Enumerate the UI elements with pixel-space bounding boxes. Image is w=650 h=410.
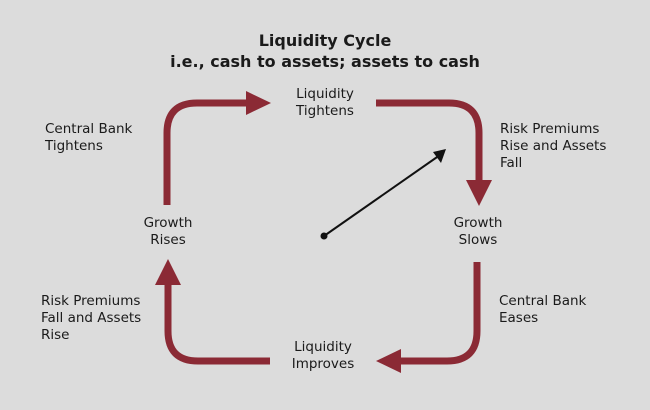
arrowhead-up-icon (155, 259, 181, 285)
diagram-title: Liquidity Cycle (258, 31, 392, 50)
center-pointer-arrowhead-icon (433, 149, 446, 163)
arrow-top-left (163, 99, 250, 205)
arrowhead-right-icon (246, 91, 271, 115)
arrow-bottom-left (164, 283, 270, 365)
arrow-bottom-right (398, 262, 481, 365)
diagram-subtitle: i.e., cash to assets; assets to cash (170, 52, 480, 71)
arrowhead-down-icon (466, 180, 492, 206)
center-pointer-dot (320, 232, 328, 240)
arrowhead-left-icon (376, 349, 401, 373)
arrow-top-right (376, 99, 483, 182)
center-pointer-line (323, 154, 441, 237)
